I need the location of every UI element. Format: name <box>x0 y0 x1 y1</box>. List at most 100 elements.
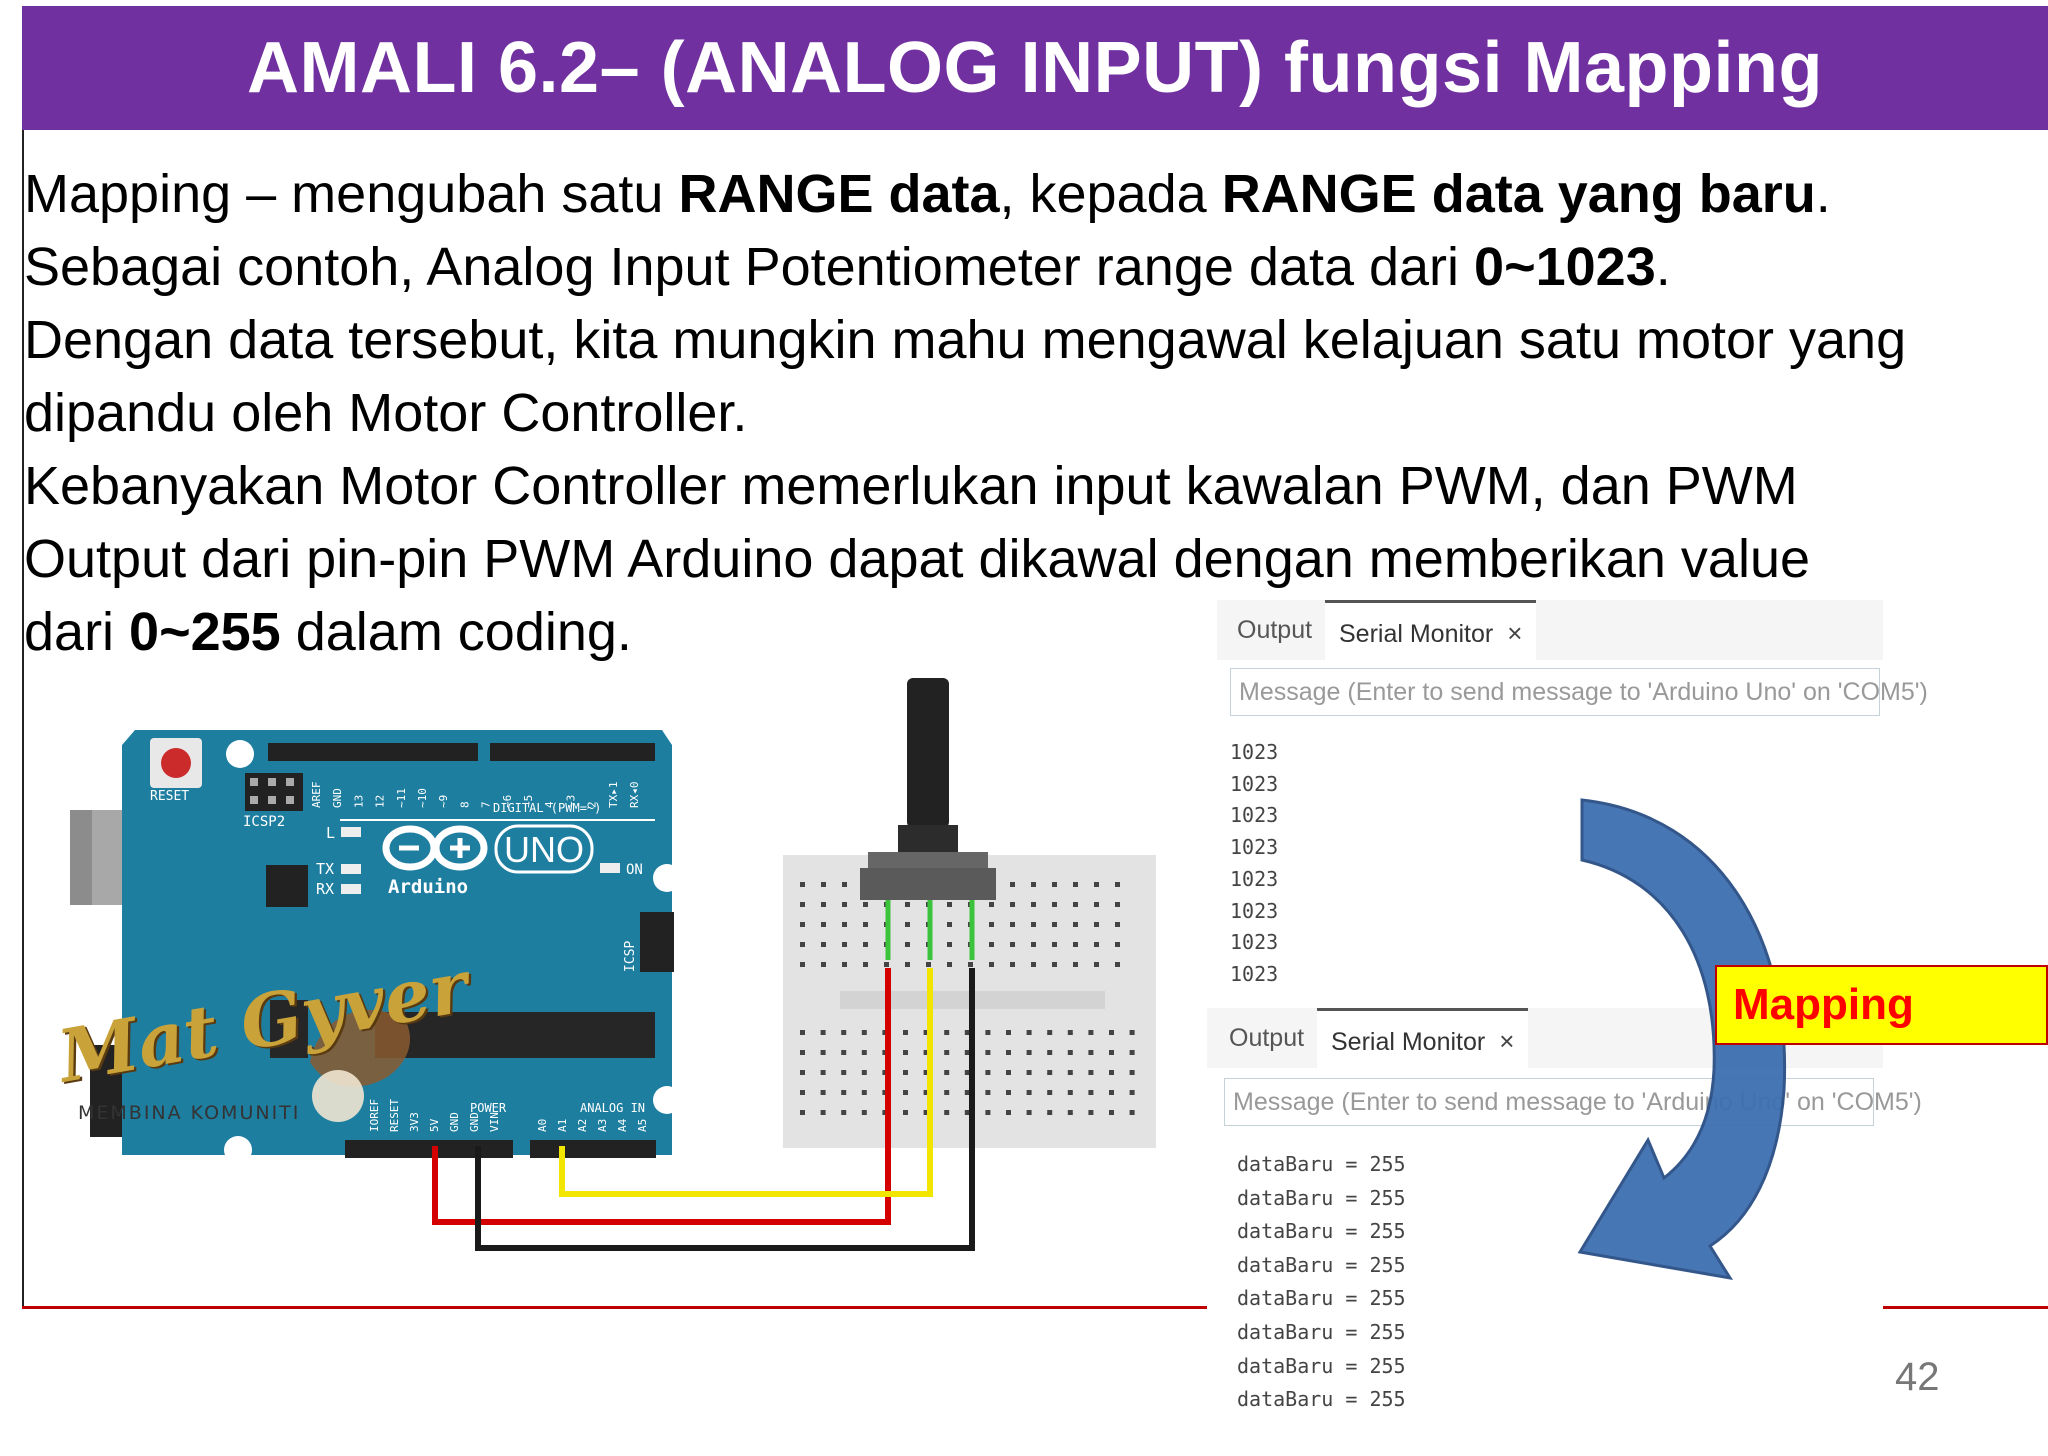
breadboard-hole <box>964 1030 970 1035</box>
breadboard-hole <box>884 962 889 967</box>
breadboard-hole <box>1010 902 1015 907</box>
breadboard-hole <box>1129 1070 1135 1075</box>
breadboard-hole <box>1115 962 1120 967</box>
analog-label: ANALOG IN <box>580 1101 645 1115</box>
serial-line: 1023 <box>1230 740 1279 764</box>
body-line-7: dari 0~255 dalam coding. <box>24 596 2014 669</box>
serial-log: dataBaru = 255 dataBaru = 255 dataBaru = 2… <box>1237 1148 1406 1417</box>
breadboard-hole <box>800 1050 805 1055</box>
serial-line: dataBaru = 255 <box>1237 1185 1406 1210</box>
serial-monitor-top: Output Serial Monitor× Message (Enter to… <box>1217 600 1928 1000</box>
pin-label: 13 <box>352 795 365 808</box>
pin-label: A4 <box>616 1118 629 1132</box>
serial-line: 1023 <box>1230 898 1279 923</box>
serial-line: dataBaru = 255 <box>1237 1152 1406 1176</box>
tab-output[interactable]: Output <box>1237 616 1313 644</box>
text-span: , kepada <box>999 164 1222 224</box>
breadboard-hole <box>800 1090 805 1095</box>
wire-black <box>475 968 975 1251</box>
breadboard-hole <box>905 962 910 967</box>
breadboard-hole <box>985 1110 991 1115</box>
breadboard-hole <box>863 962 868 967</box>
breadboard-hole <box>861 1050 867 1055</box>
mounting-hole <box>226 740 254 768</box>
breadboard-hole <box>1010 962 1015 967</box>
message-input[interactable]: Message (Enter to send message to 'Ardui… <box>1230 668 1928 716</box>
breadboard-hole <box>1088 1050 1094 1055</box>
serial-line: dataBaru = 255 <box>1237 1286 1406 1311</box>
breadboard-hole <box>861 1110 867 1115</box>
breadboard-hole <box>1052 882 1057 887</box>
potentiometer-collar <box>898 825 958 855</box>
close-icon[interactable]: × <box>1499 1026 1515 1056</box>
watermark-tagline: MEMBINA KOMUNITI <box>78 1102 301 1124</box>
breadboard-hole <box>841 1070 847 1075</box>
breadboard-hole <box>1115 902 1120 907</box>
usb-connector-edge <box>70 810 92 905</box>
bold-span: 0~1023 <box>1474 237 1656 297</box>
breadboard-hole <box>841 1110 847 1115</box>
pin-label: A2 <box>576 1119 589 1132</box>
pin-label: TX▸1 <box>607 782 620 809</box>
regulator <box>270 1000 308 1058</box>
breadboard-hole <box>923 1030 929 1035</box>
breadboard-hole <box>1115 882 1120 887</box>
breadboard-hole <box>842 902 847 907</box>
breadboard-hole <box>841 1050 847 1055</box>
serial-line: dataBaru = 255 <box>1237 1219 1406 1244</box>
mounting-hole <box>653 864 681 892</box>
breadboard-hole <box>1129 1090 1135 1095</box>
slide-title: AMALI 6.2– (ANALOG INPUT) fungsi Mapping <box>247 28 1823 108</box>
breadboard-hole <box>800 922 805 927</box>
breadboard-hole <box>989 962 994 967</box>
tab-serial-monitor[interactable]: Serial Monitor× <box>1325 600 1537 663</box>
breadboard-hole <box>923 1050 929 1055</box>
breadboard-hole <box>800 1110 805 1115</box>
breadboard-hole <box>1006 1030 1011 1035</box>
breadboard-hole <box>1109 1050 1114 1055</box>
breadboard-hole <box>989 942 994 947</box>
serial-line: 1023 <box>1230 930 1279 955</box>
pin-label: 4 <box>543 801 556 808</box>
bold-span: 0~255 <box>129 602 281 662</box>
breadboard-hole <box>1026 1070 1032 1075</box>
breadboard-hole <box>1088 1030 1094 1035</box>
breadboard-hole <box>1006 1110 1011 1115</box>
l-led-label: L <box>326 824 335 842</box>
pin-label: 5V <box>428 1118 441 1132</box>
breadboard-hole <box>985 1050 991 1055</box>
breadboard-hole <box>1026 1050 1032 1055</box>
breadboard-hole <box>944 1050 950 1055</box>
digital-header-left <box>268 743 478 761</box>
pin-label: GND <box>448 1112 461 1132</box>
pin-label: RX◂0 <box>628 782 641 809</box>
body-line-1: Mapping – mengubah satu RANGE data, kepa… <box>24 158 2014 231</box>
close-icon[interactable]: × <box>1507 618 1523 648</box>
pin-label: ~10 <box>416 788 429 808</box>
potentiometer-base <box>860 868 996 900</box>
breadboard-hole <box>821 962 826 967</box>
tab-serial-monitor[interactable]: Serial Monitor× <box>1317 1008 1529 1071</box>
breadboard-hole <box>903 1030 908 1035</box>
breadboard-hole <box>1115 922 1120 927</box>
breadboard-hole <box>989 902 994 907</box>
icsp-label: ICSP <box>623 941 638 972</box>
mounting-hole <box>653 1086 681 1114</box>
text-span: . <box>1655 237 1671 297</box>
serial-line: dataBaru = 255 <box>1237 1319 1406 1344</box>
digital-header-right <box>490 743 655 761</box>
arduino-brand-label: Arduino <box>388 876 468 898</box>
breadboard-hole <box>905 942 910 947</box>
serial-line: dataBaru = 255 <box>1237 1252 1406 1277</box>
breadboard-hole <box>903 1090 908 1095</box>
breadboard-hole <box>1073 902 1078 907</box>
panel-tab-bar: Output Serial Monitor× <box>1217 600 1883 663</box>
breadboard-hole <box>1052 902 1057 907</box>
serial-line: 1023 <box>1230 866 1279 891</box>
tab-output[interactable]: Output <box>1229 1024 1305 1052</box>
pin-label: 7 <box>480 801 493 808</box>
breadboard-hole <box>800 1030 805 1035</box>
reset-button-cap <box>161 748 191 778</box>
body-line-2: Sebagai contoh, Analog Input Potentiomet… <box>24 231 2014 304</box>
